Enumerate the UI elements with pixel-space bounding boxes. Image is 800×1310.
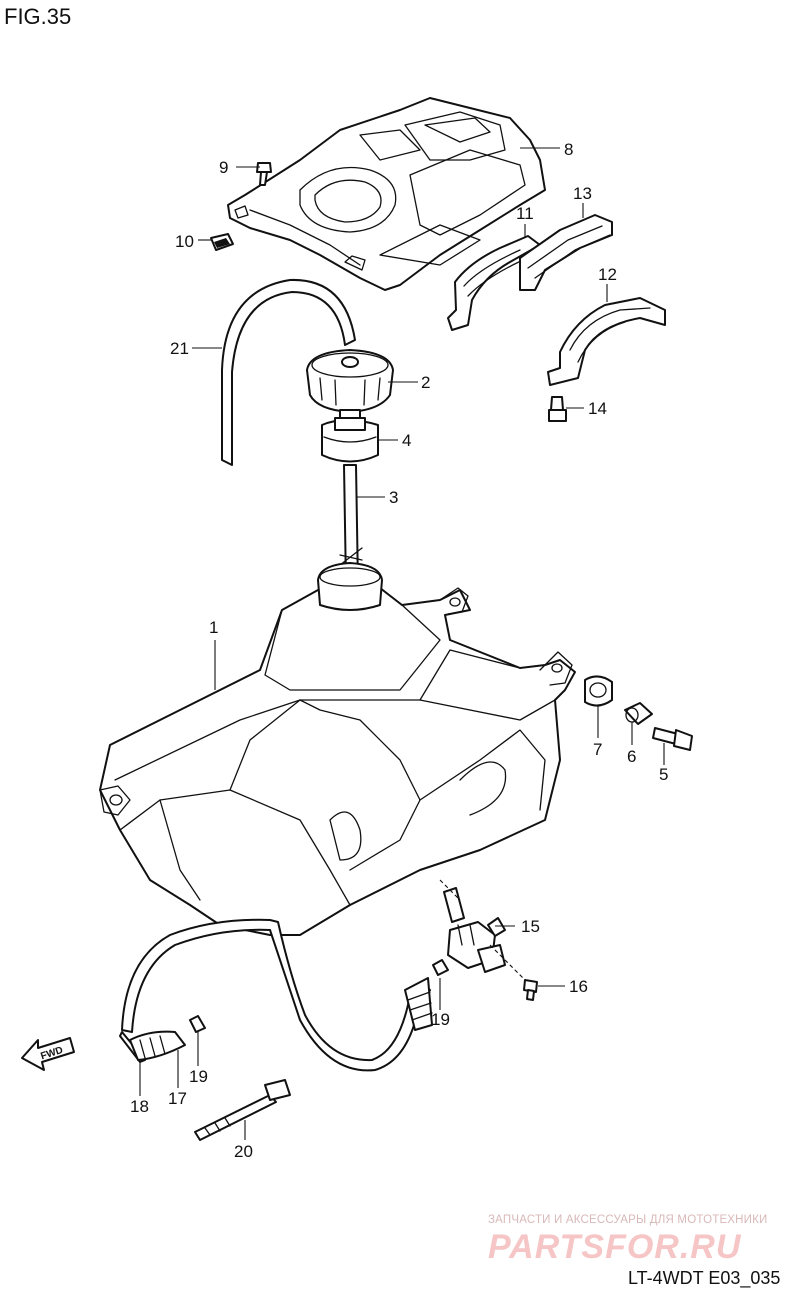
callout-8: 8 [564, 140, 573, 159]
collar-6-part[interactable] [624, 702, 653, 725]
bolt-9-part[interactable] [256, 162, 272, 186]
fwd-arrow-icon: FWD [21, 1037, 75, 1071]
clamp-19-left-part[interactable] [189, 1015, 206, 1033]
callout-9: 9 [219, 158, 228, 177]
watermark-tagline: ЗАПЧАСТИ И АКСЕССУАРЫ ДЛЯ МОТОТЕХНИКИ [488, 1214, 768, 1226]
figure-code: LT-4WDT E03_035 [628, 1268, 781, 1288]
callout-3: 3 [389, 488, 398, 507]
leader-lines [139, 147, 665, 1140]
gasket-4-part[interactable] [321, 417, 379, 463]
callout-12: 12 [598, 265, 617, 284]
fuel-cap-2-part[interactable] [306, 349, 394, 421]
breather-hose-21-part[interactable] [221, 278, 356, 466]
callout-16: 16 [569, 977, 588, 996]
figure-title: FIG.35 [4, 4, 72, 29]
callout-19-left: 19 [189, 1067, 208, 1086]
callout-13: 13 [573, 184, 592, 203]
callout-15: 15 [521, 917, 540, 936]
callout-10: 10 [175, 232, 194, 251]
callout-21: 21 [170, 339, 189, 358]
callout-17: 17 [168, 1089, 187, 1108]
callout-6: 6 [627, 747, 636, 766]
fuel-hose-part[interactable] [121, 918, 433, 1072]
screw-16-part[interactable] [523, 979, 538, 1001]
fuel-cock-15-part[interactable] [443, 887, 506, 973]
bolt-14-part[interactable] [548, 396, 567, 422]
callout-20: 20 [234, 1142, 253, 1161]
clip-10-part[interactable] [210, 233, 234, 251]
watermark-brand-logo: PARTSFOR.RU [488, 1228, 742, 1266]
strap-12-part[interactable] [547, 297, 666, 386]
strap-13-part[interactable] [519, 214, 613, 291]
fuel-tank-1-part[interactable] [99, 562, 576, 936]
callout-14: 14 [588, 399, 607, 418]
cable-tie-20-part[interactable] [194, 1079, 291, 1141]
callout-7: 7 [593, 740, 602, 759]
callout-2: 2 [421, 373, 430, 392]
callout-4: 4 [402, 431, 411, 450]
bolt-5-part[interactable] [652, 727, 693, 751]
callout-5: 5 [659, 765, 668, 784]
joint-17-part[interactable] [129, 1030, 186, 1061]
callout-18: 18 [130, 1097, 149, 1116]
tank-cover-part[interactable] [227, 97, 546, 291]
callout-11: 11 [516, 204, 534, 223]
grommet-7-part[interactable] [584, 675, 613, 707]
callout-19-right: 19 [431, 1010, 450, 1029]
clamp-19-right-part[interactable] [432, 959, 449, 976]
callout-1: 1 [209, 618, 218, 637]
callout-labels: 1 2 3 4 5 6 7 8 9 10 11 12 13 14 15 16 1… [130, 140, 668, 1161]
